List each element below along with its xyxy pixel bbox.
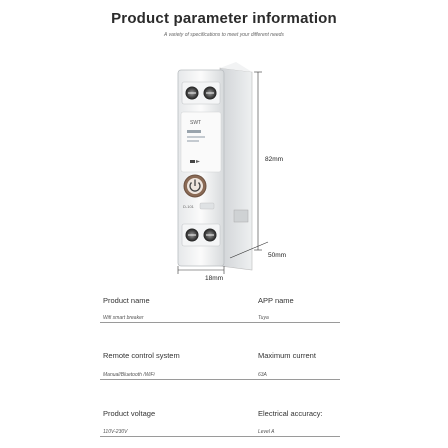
accuracy-value: Level A [258,429,275,435]
product-name-label: Product name [103,296,150,305]
max-current-label: Maximum current [258,351,316,360]
product-voltage-label: Product voltage [103,409,156,418]
height-dimension: 82mm [265,156,284,163]
page-title: Product parameter information [111,10,337,27]
page-subtitle: A variety of specifications to meet your… [164,32,284,38]
divider [100,379,340,380]
app-name-value: Tuya [258,315,269,321]
product-name-value: Wifi smart breaker [103,315,144,321]
width-dimension: 18mm [205,275,224,282]
brand-mark: SWT [190,120,201,126]
divider [100,322,340,323]
remote-control-label: Remote control system [103,351,180,360]
accuracy-label: Electrical accuracy: [258,409,323,418]
max-current-value: 63A [258,372,267,378]
depth-dimension: 50mm [268,252,287,259]
product-voltage-value: 110V-230V [103,429,128,435]
power-icon [183,174,207,198]
breaker-illustration: SWT D-101 [177,62,269,274]
divider [100,436,340,437]
app-name-label: APP name [258,296,294,305]
remote-control-value: Manual/Bluetooth /WiFi [103,372,155,378]
model-text: D-101 [183,204,195,209]
